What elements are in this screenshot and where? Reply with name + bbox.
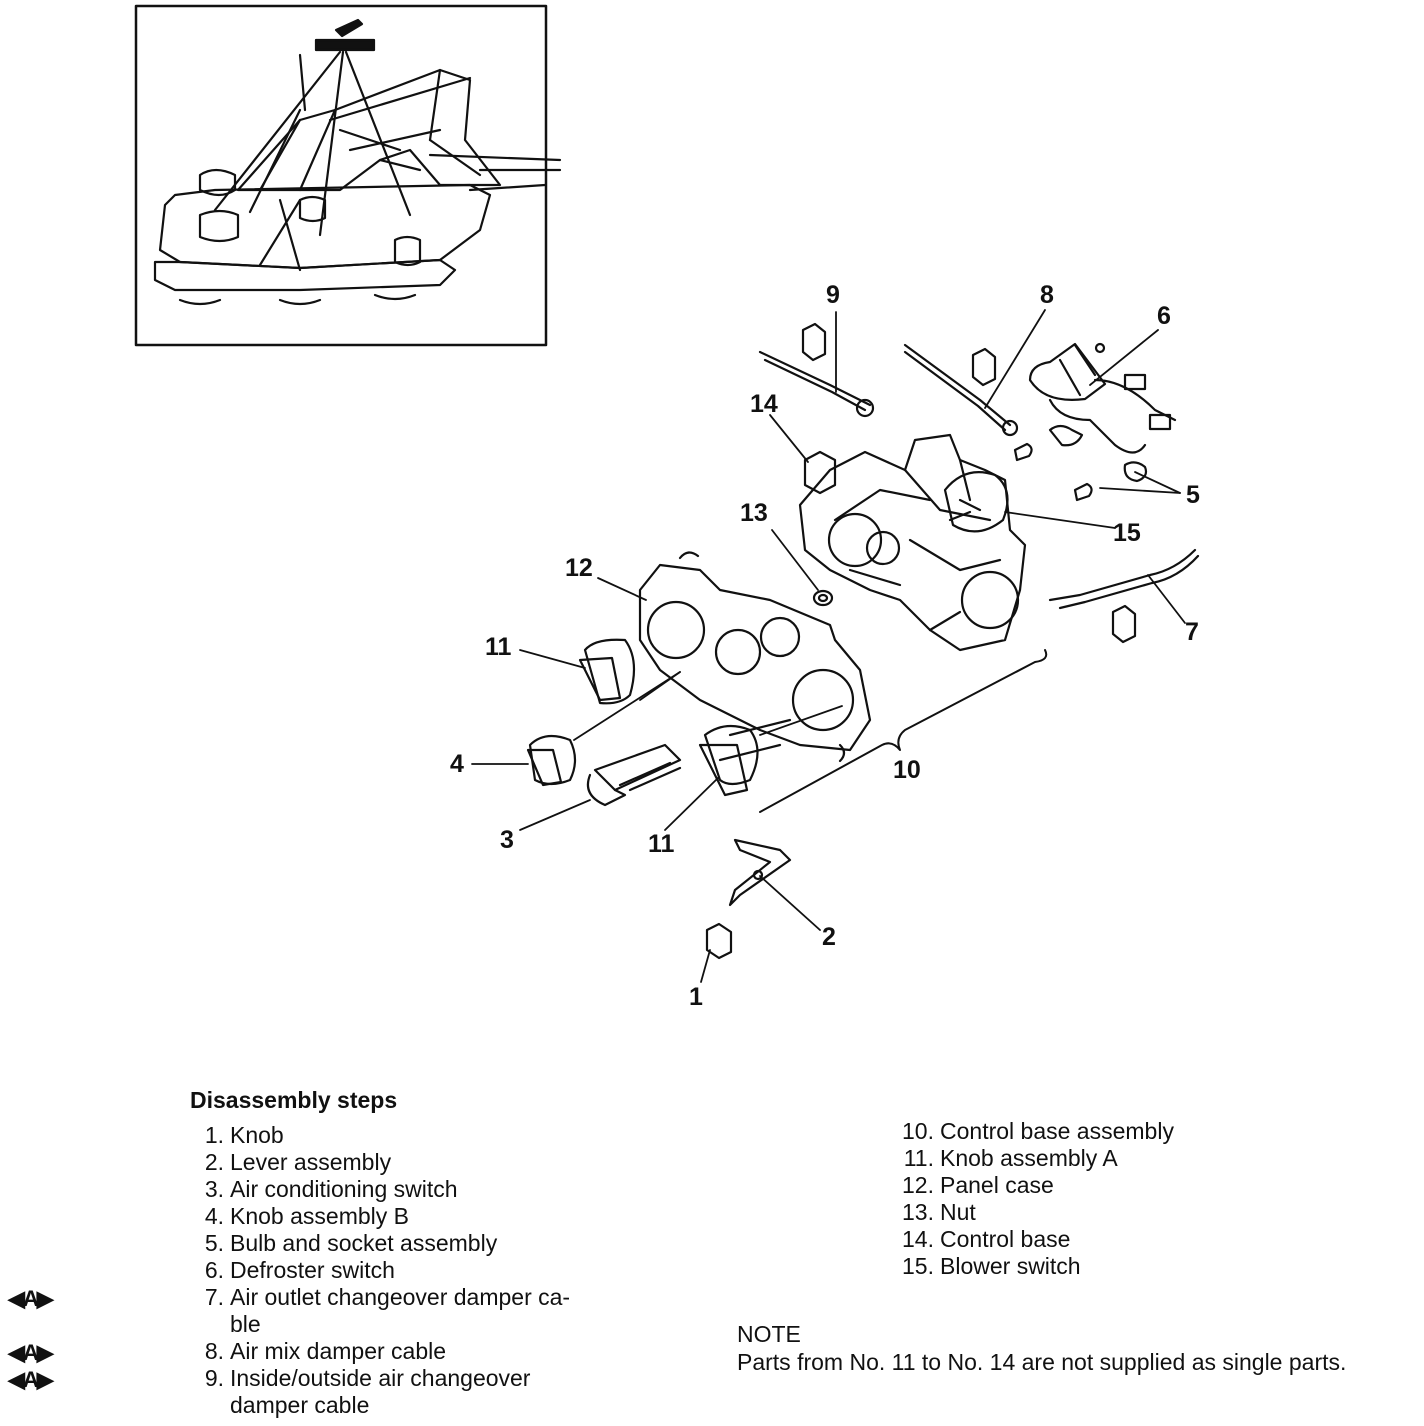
note-text: Parts from No. 11 to No. 14 are not supp… <box>737 1349 1347 1375</box>
step-item: 10.Control base assembly <box>902 1118 1174 1144</box>
part-11-knob-assembly-a-lower <box>698 724 759 797</box>
step-item: 8.Air mix damper cable <box>204 1338 447 1364</box>
part-2-lever-assembly <box>728 838 792 907</box>
leader-lines <box>471 309 1186 983</box>
callout-2: 2 <box>822 923 836 951</box>
step-item: 14.Control base <box>902 1226 1071 1252</box>
part-3-air-conditioning-switch <box>586 743 682 807</box>
part-11-knob-assembly-a-upper <box>578 638 636 705</box>
service-point-marker-step-8: ◀A▶ <box>8 1340 54 1365</box>
callout-11-upper: 11 <box>485 633 512 661</box>
disassembly-steps-title: Disassembly steps <box>190 1087 398 1113</box>
part-5-bulb-and-socket <box>1013 442 1148 502</box>
callout-6: 6 <box>1157 302 1171 330</box>
disassembly-steps-list-right: 10.Control base assembly 11.Knob assembl… <box>900 1118 1174 1280</box>
step-item: 4.Knob assembly B <box>204 1203 409 1229</box>
callout-5: 5 <box>1186 481 1200 509</box>
part-1-knob <box>705 922 733 960</box>
service-point-marker-step-9: ◀A▶ <box>8 1367 54 1392</box>
callout-12: 12 <box>565 554 593 582</box>
note-title: NOTE <box>737 1321 801 1347</box>
step-item: 15.Blower switch <box>902 1253 1081 1279</box>
part-8-cable <box>903 343 1019 437</box>
callout-8: 8 <box>1040 281 1054 309</box>
exploded-diagram <box>134 4 1200 983</box>
callout-11-lower: 11 <box>648 830 675 858</box>
part-4-knob-assembly-b <box>526 734 577 787</box>
inset-frame <box>134 4 548 347</box>
callout-15: 15 <box>1113 519 1141 547</box>
part-13-nut <box>812 589 834 607</box>
step-item: 12.Panel case <box>902 1172 1054 1198</box>
part-9-cable <box>758 322 875 418</box>
step-item: 2.Lever assembly <box>204 1149 392 1175</box>
step-item: 13.Nut <box>902 1199 976 1225</box>
step-item: 11.Knob assembly A <box>903 1145 1118 1171</box>
disassembly-steps-list-left: 1.Knob 2.Lever assembly 3.Air conditioni… <box>190 1122 570 1419</box>
part-7-cable <box>1048 548 1200 644</box>
callout-7: 7 <box>1185 618 1199 646</box>
callout-3: 3 <box>500 826 514 854</box>
step-item: 5.Bulb and socket assembly <box>204 1230 498 1256</box>
service-point-marker-step-7: ◀A▶ <box>8 1286 54 1311</box>
callout-9: 9 <box>826 281 840 309</box>
part-14-control-base <box>798 433 1027 652</box>
step-item: 6.Defroster switch <box>204 1257 395 1283</box>
step-item: 1.Knob <box>204 1122 284 1148</box>
step-item: 7.Air outlet changeover damper ca-ble <box>204 1284 571 1337</box>
bracket-10 <box>759 649 1048 813</box>
part-15-blower-switch <box>943 471 1009 533</box>
screwdriver-icon <box>314 18 376 52</box>
callout-10: 10 <box>893 756 921 784</box>
callout-1: 1 <box>689 983 703 1011</box>
callout-13: 13 <box>740 499 768 527</box>
callout-4: 4 <box>450 750 464 778</box>
inset-assembly-illustration <box>153 18 562 306</box>
step-item: 3.Air conditioning switch <box>204 1176 458 1202</box>
part-6-defroster-switch <box>1028 342 1177 454</box>
part-12-panel-case <box>638 551 872 763</box>
callout-14: 14 <box>750 390 778 418</box>
